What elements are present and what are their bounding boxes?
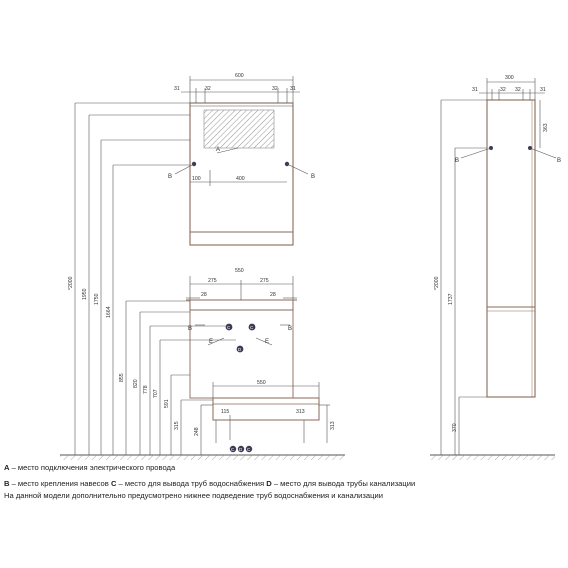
legend-letter-a: A	[4, 463, 10, 472]
label-c1: C	[227, 325, 231, 330]
dim-side-spacing-left: 31	[472, 87, 478, 93]
dim-hole-offset: 100	[192, 176, 201, 182]
label-a: A	[216, 147, 220, 153]
side-view	[430, 78, 557, 460]
side-labels: 300 31 32 32 31 363 B B *2000 1737 370	[434, 75, 561, 432]
legend-text-note: На данной модели дополнительно предусмот…	[4, 491, 383, 500]
dim-side-spacing-b: 32	[515, 87, 521, 93]
vanity-frame	[189, 309, 294, 399]
sink-top	[189, 299, 294, 311]
dim-spacing-a: 32	[205, 86, 211, 92]
legend-letter-b: B	[4, 479, 10, 488]
label-b-sink-left: B	[188, 326, 192, 332]
dim-column-width: 300	[505, 75, 514, 81]
front-view	[60, 76, 345, 460]
dim-side-h-total: *2000	[434, 276, 440, 290]
legend-text-b: – место крепления навесов	[9, 479, 111, 488]
dim-h-total: *2000	[68, 276, 74, 290]
dim-h-315: 315	[174, 421, 180, 430]
drain-marker-d2	[237, 445, 245, 453]
vanity-drawer-cabinet	[212, 397, 320, 421]
dim-side-spacing-right: 31	[540, 87, 546, 93]
label-b-right: B	[311, 174, 315, 180]
dim-h-820: 820	[133, 379, 139, 388]
label-b-side-right: B	[557, 158, 561, 164]
dim-cabinet-width: 550	[257, 380, 266, 386]
label-b-left: B	[168, 174, 172, 180]
dim-h-1664: 1664	[106, 306, 112, 318]
legend-text-d: – место для вывода трубы канализации	[271, 479, 416, 488]
label-c4: C	[247, 447, 251, 452]
label-d: D	[238, 347, 242, 352]
dim-mirror-width: 600	[235, 73, 244, 79]
label-e-right: E	[265, 339, 269, 345]
dim-spacing-left: 31	[174, 86, 180, 92]
legend-text-a: – место подключения электрического прово…	[9, 463, 176, 472]
label-b-sink-right: B	[288, 326, 292, 332]
dim-h-248: 248	[194, 427, 200, 436]
dim-h-313: 313	[330, 421, 336, 430]
dim-sink-edge-left: 28	[201, 292, 207, 298]
label-c2: C	[250, 325, 254, 330]
legend-letter-c: C	[110, 479, 117, 488]
dim-115: 115	[221, 409, 229, 415]
dim-h-591: 591	[164, 399, 170, 408]
dim-spacing-b: 32	[272, 86, 278, 92]
legend-line-3: На данной модели дополнительно предусмот…	[4, 490, 564, 502]
mirror-cabinet	[189, 102, 294, 246]
dim-spacing-right: 31	[290, 86, 296, 92]
dim-h-778: 778	[143, 385, 149, 394]
label-c3: C	[231, 447, 235, 452]
label-e-left: E	[209, 339, 213, 345]
technical-drawing: 600 31 32 32 31 A B B 100 400 550 275 27…	[60, 73, 561, 460]
legend-text-c: – место для вывода труб водоснабжения	[116, 479, 267, 488]
legend-letter-d: D	[266, 479, 272, 488]
dim-sink-edge-right: 28	[270, 292, 276, 298]
dim-sink-width: 550	[235, 268, 244, 274]
dim-hole-distance: 400	[236, 176, 245, 182]
mirror-hatched-panel	[203, 109, 275, 149]
dim-side-h-1737: 1737	[448, 293, 454, 305]
water-marker-c3	[229, 445, 237, 453]
legend-line-2: B – место крепления навесов C – место дл…	[4, 478, 564, 490]
dim-h-855: 855	[119, 373, 125, 382]
water-marker-c4	[245, 445, 253, 453]
dim-sink-half-right: 275	[260, 278, 269, 284]
label-b-side-left: B	[455, 158, 459, 164]
dim-h-1750: 1750	[94, 293, 100, 305]
dim-side-h-370: 370	[452, 423, 458, 432]
water-marker-c2	[248, 323, 256, 331]
dim-side-spacing-a: 32	[500, 87, 506, 93]
dim-h-707: 707	[153, 389, 159, 398]
dim-sink-half-left: 275	[208, 278, 217, 284]
dim-h-1950: 1950	[82, 288, 88, 300]
label-d2: D	[239, 447, 243, 452]
tall-column	[486, 99, 536, 398]
front-labels: 600 31 32 32 31 A B B 100 400 550 275 27…	[68, 73, 336, 452]
legend-line-1: A – место подключения электрического про…	[4, 462, 564, 474]
dim-side-top-offset: 363	[543, 123, 549, 132]
dim-313: 313	[296, 409, 305, 415]
drain-marker-d	[236, 345, 244, 353]
water-marker-c1	[225, 323, 233, 331]
